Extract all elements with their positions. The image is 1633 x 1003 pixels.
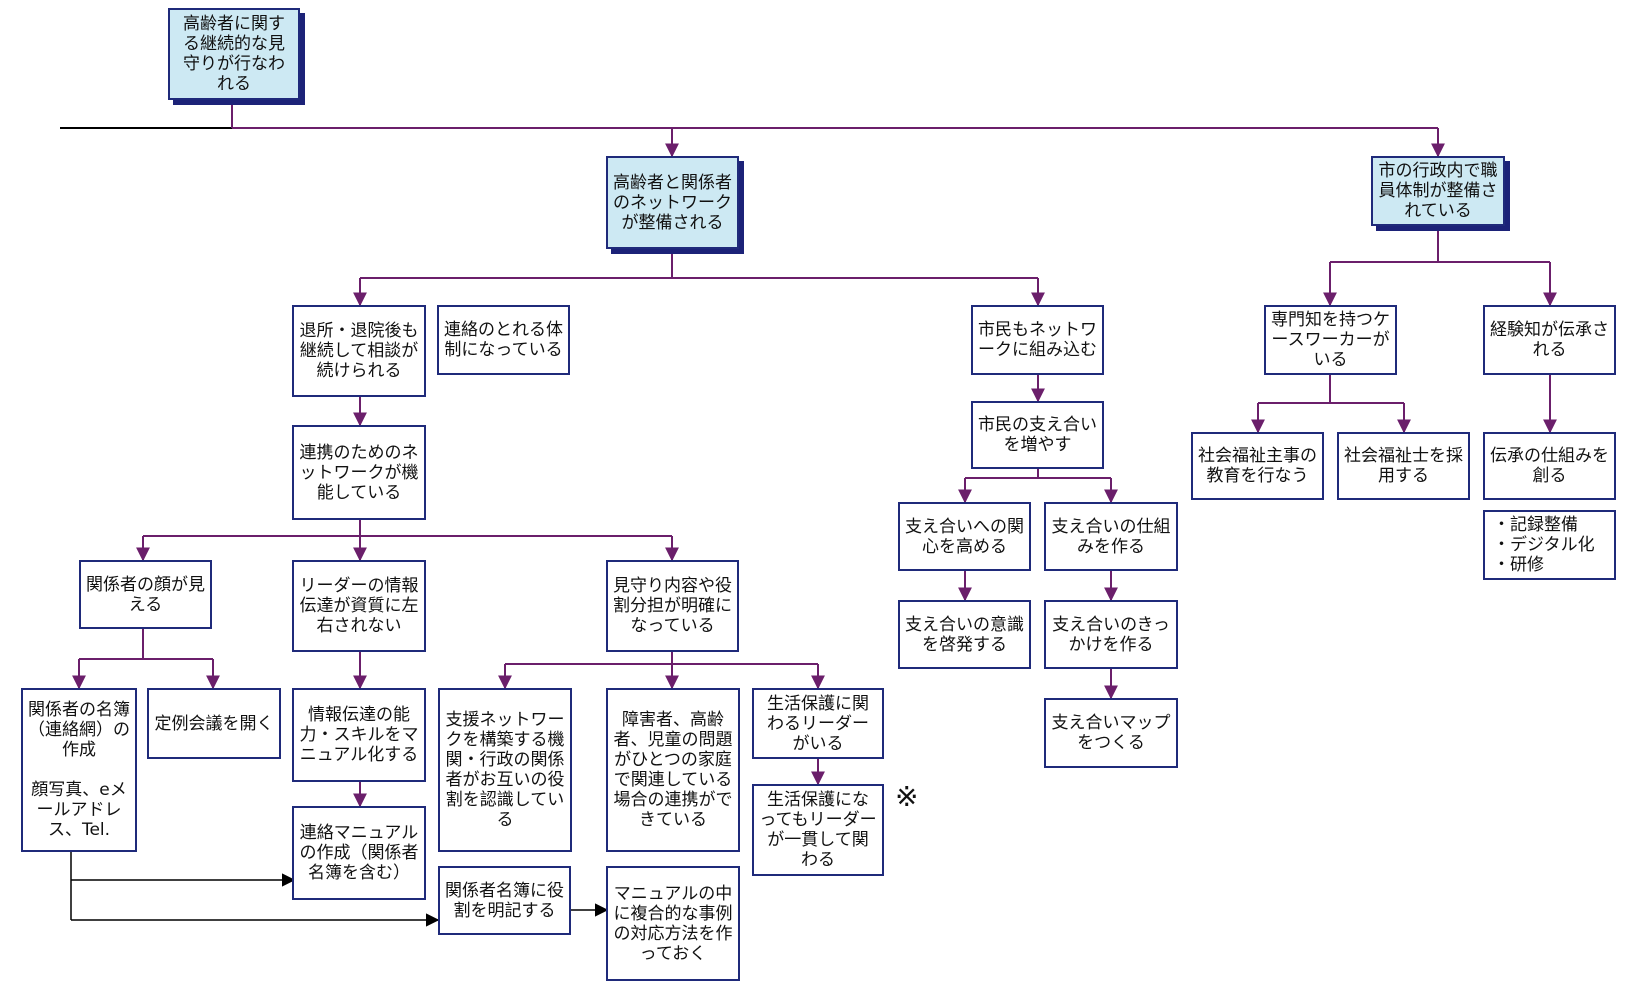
node-meeting: 定例会議を開く [147, 688, 281, 759]
node-complex-manual: マニュアルの中に複合的な事例の対応方法を作っておく [606, 866, 740, 981]
node-staff: 市の行政内で職員体制が整備されている [1371, 156, 1505, 226]
node-directory: 関係者の名簿（連絡網）の作成 顔写真、eメールアドレス、Tel. [21, 688, 137, 852]
node-inherit-items: ・記録整備 ・デジタル化 ・研修 [1483, 510, 1616, 580]
node-support-net: 支援ネットワークを構築する機関・行政の関係者がお互いの役割を認識している [438, 688, 572, 852]
node-interest: 支え合いへの関心を高める [898, 502, 1031, 571]
node-welfare-consistent: 生活保護になってもリーダーが一貫して関わる [752, 784, 884, 876]
node-map: 支え合いマップをつくる [1044, 698, 1178, 768]
node-inherit: 伝承の仕組みを創る [1483, 432, 1616, 500]
node-trigger: 支え合いのきっかけを作る [1044, 600, 1178, 669]
node-citizen-support: 市民の支え合いを増やす [971, 401, 1104, 469]
node-leader: リーダーの情報伝達が資質に左右されない [292, 560, 426, 652]
node-contact-manual: 連絡マニュアルの作成（関係者名簿を含む） [292, 806, 426, 900]
node-root: 高齢者に関する継続的な見守りが行なわれる [168, 8, 300, 100]
note-mark: ※ [895, 780, 919, 813]
node-welfare-hire: 社会福祉士を採用する [1337, 432, 1470, 500]
node-disability: 障害者、高齢者、児童の問題がひとつの家庭で関連している場合の連携ができている [606, 688, 740, 852]
node-role-directory: 関係者名簿に役割を明記する [438, 866, 571, 935]
node-network: 高齢者と関係者のネットワークが整備される [606, 156, 739, 249]
node-roles: 見守り内容や役割分担が明確になっている [606, 560, 739, 652]
node-contact: 連絡のとれる体制になっている [437, 305, 570, 375]
node-cooperation: 連携のためのネットワークが機能している [292, 425, 426, 520]
node-welfare-edu: 社会福祉主事の教育を行なう [1191, 432, 1324, 500]
node-welfare-leader: 生活保護に関わるリーダーがいる [752, 688, 884, 759]
node-faces: 関係者の顔が見える [79, 560, 212, 629]
node-mechanism: 支え合いの仕組みを作る [1044, 502, 1178, 571]
node-expert: 専門知を持つケースワーカーがいる [1264, 305, 1397, 375]
node-experience: 経験知が伝承される [1483, 305, 1616, 375]
node-manualize: 情報伝達の能力・スキルをマニュアル化する [292, 688, 426, 782]
node-citizen-net: 市民もネットワークに組み込む [971, 305, 1104, 375]
node-consult: 退所・退院後も継続して相談が続けられる [292, 305, 426, 397]
node-awareness: 支え合いの意識を啓発する [898, 600, 1031, 669]
